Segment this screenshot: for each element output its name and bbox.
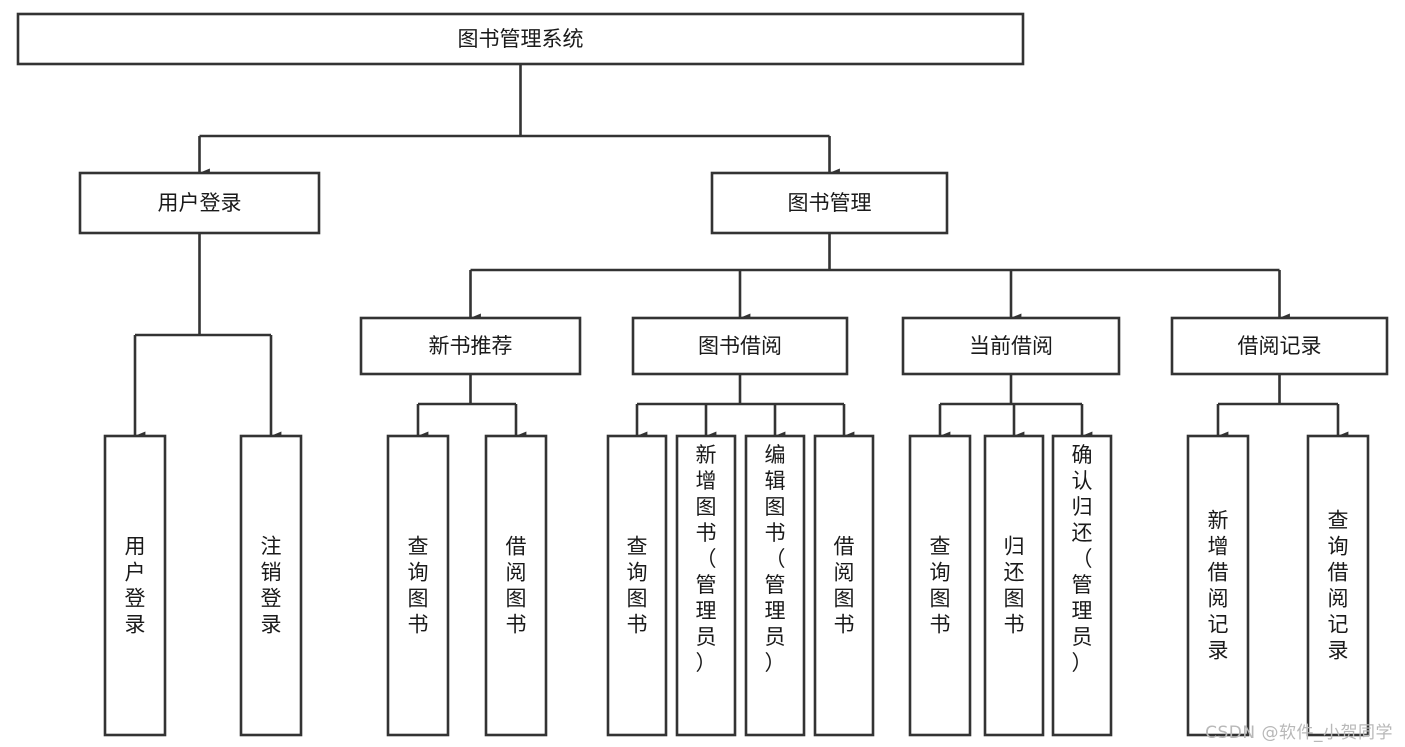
node-box[interactable] — [744, 434, 806, 737]
node-box[interactable] — [1051, 434, 1113, 737]
node-leaf-confirm-return[interactable]: 确认归还（管理员） — [1051, 434, 1113, 737]
node-label: 注销登录 — [261, 535, 282, 637]
node-box[interactable] — [16, 12, 1025, 66]
node-leaf-return-book[interactable]: 归还图书 — [983, 434, 1045, 737]
node-label: 归还图书 — [1004, 535, 1025, 637]
node-label: 新增借阅记录 — [1208, 509, 1229, 663]
node-box[interactable] — [983, 434, 1045, 737]
node-label: 图书管理 — [788, 191, 872, 215]
node-box[interactable] — [239, 434, 303, 737]
node-box[interactable] — [359, 316, 582, 376]
node-leaf-query-record[interactable]: 查询借阅记录 — [1306, 434, 1370, 737]
node-book-manage[interactable]: 图书管理 — [710, 171, 949, 235]
node-box[interactable] — [813, 434, 875, 737]
node-box[interactable] — [901, 316, 1121, 376]
node-user-login[interactable]: 用户登录 — [78, 171, 321, 235]
node-label: 确认归还（管理员） — [1072, 443, 1093, 675]
node-leaf-add-book[interactable]: 新增图书（管理员） — [675, 434, 737, 737]
node-leaf-edit-book[interactable]: 编辑图书（管理员） — [744, 434, 806, 737]
node-leaf-borrow-book-2[interactable]: 借阅图书 — [813, 434, 875, 737]
node-label: 用户登录 — [125, 535, 146, 637]
node-box[interactable] — [606, 434, 668, 737]
node-box[interactable] — [386, 434, 450, 737]
node-box[interactable] — [78, 171, 321, 235]
node-leaf-user-logout[interactable]: 注销登录 — [239, 434, 303, 737]
nodes-layer: 图书管理系统用户登录图书管理新书推荐图书借阅当前借阅借阅记录用户登录注销登录查询… — [16, 12, 1389, 737]
node-leaf-query-book-1[interactable]: 查询图书 — [386, 434, 450, 737]
node-label: 图书管理系统 — [458, 27, 584, 51]
node-label: 图书借阅 — [698, 334, 782, 358]
node-box[interactable] — [1170, 316, 1389, 376]
node-label: 查询图书 — [627, 535, 648, 637]
node-label: 借阅图书 — [834, 535, 855, 637]
node-book-borrow[interactable]: 图书借阅 — [631, 316, 849, 376]
node-leaf-query-book-2[interactable]: 查询图书 — [606, 434, 668, 737]
node-box[interactable] — [1306, 434, 1370, 737]
node-leaf-query-book-3[interactable]: 查询图书 — [908, 434, 972, 737]
node-label: 借阅记录 — [1238, 334, 1322, 358]
node-label: 编辑图书（管理员） — [765, 443, 786, 675]
node-box[interactable] — [908, 434, 972, 737]
node-box[interactable] — [103, 434, 167, 737]
node-label: 当前借阅 — [969, 334, 1053, 358]
edges-layer — [133, 64, 1349, 441]
node-label: 新书推荐 — [429, 334, 513, 358]
node-box[interactable] — [484, 434, 548, 737]
node-box[interactable] — [675, 434, 737, 737]
node-label: 用户登录 — [158, 191, 242, 215]
node-label: 新增图书（管理员） — [696, 443, 717, 675]
node-label: 查询借阅记录 — [1328, 509, 1349, 663]
node-leaf-user-login[interactable]: 用户登录 — [103, 434, 167, 737]
node-leaf-borrow-book-1[interactable]: 借阅图书 — [484, 434, 548, 737]
node-label: 查询图书 — [930, 535, 951, 637]
node-leaf-add-record[interactable]: 新增借阅记录 — [1186, 434, 1250, 737]
node-current-borrow[interactable]: 当前借阅 — [901, 316, 1121, 376]
node-label: 借阅图书 — [506, 535, 527, 637]
node-root[interactable]: 图书管理系统 — [16, 12, 1025, 66]
node-box[interactable] — [1186, 434, 1250, 737]
node-new-book-rec[interactable]: 新书推荐 — [359, 316, 582, 376]
node-label: 查询图书 — [408, 535, 429, 637]
node-borrow-record[interactable]: 借阅记录 — [1170, 316, 1389, 376]
node-box[interactable] — [631, 316, 849, 376]
node-box[interactable] — [710, 171, 949, 235]
